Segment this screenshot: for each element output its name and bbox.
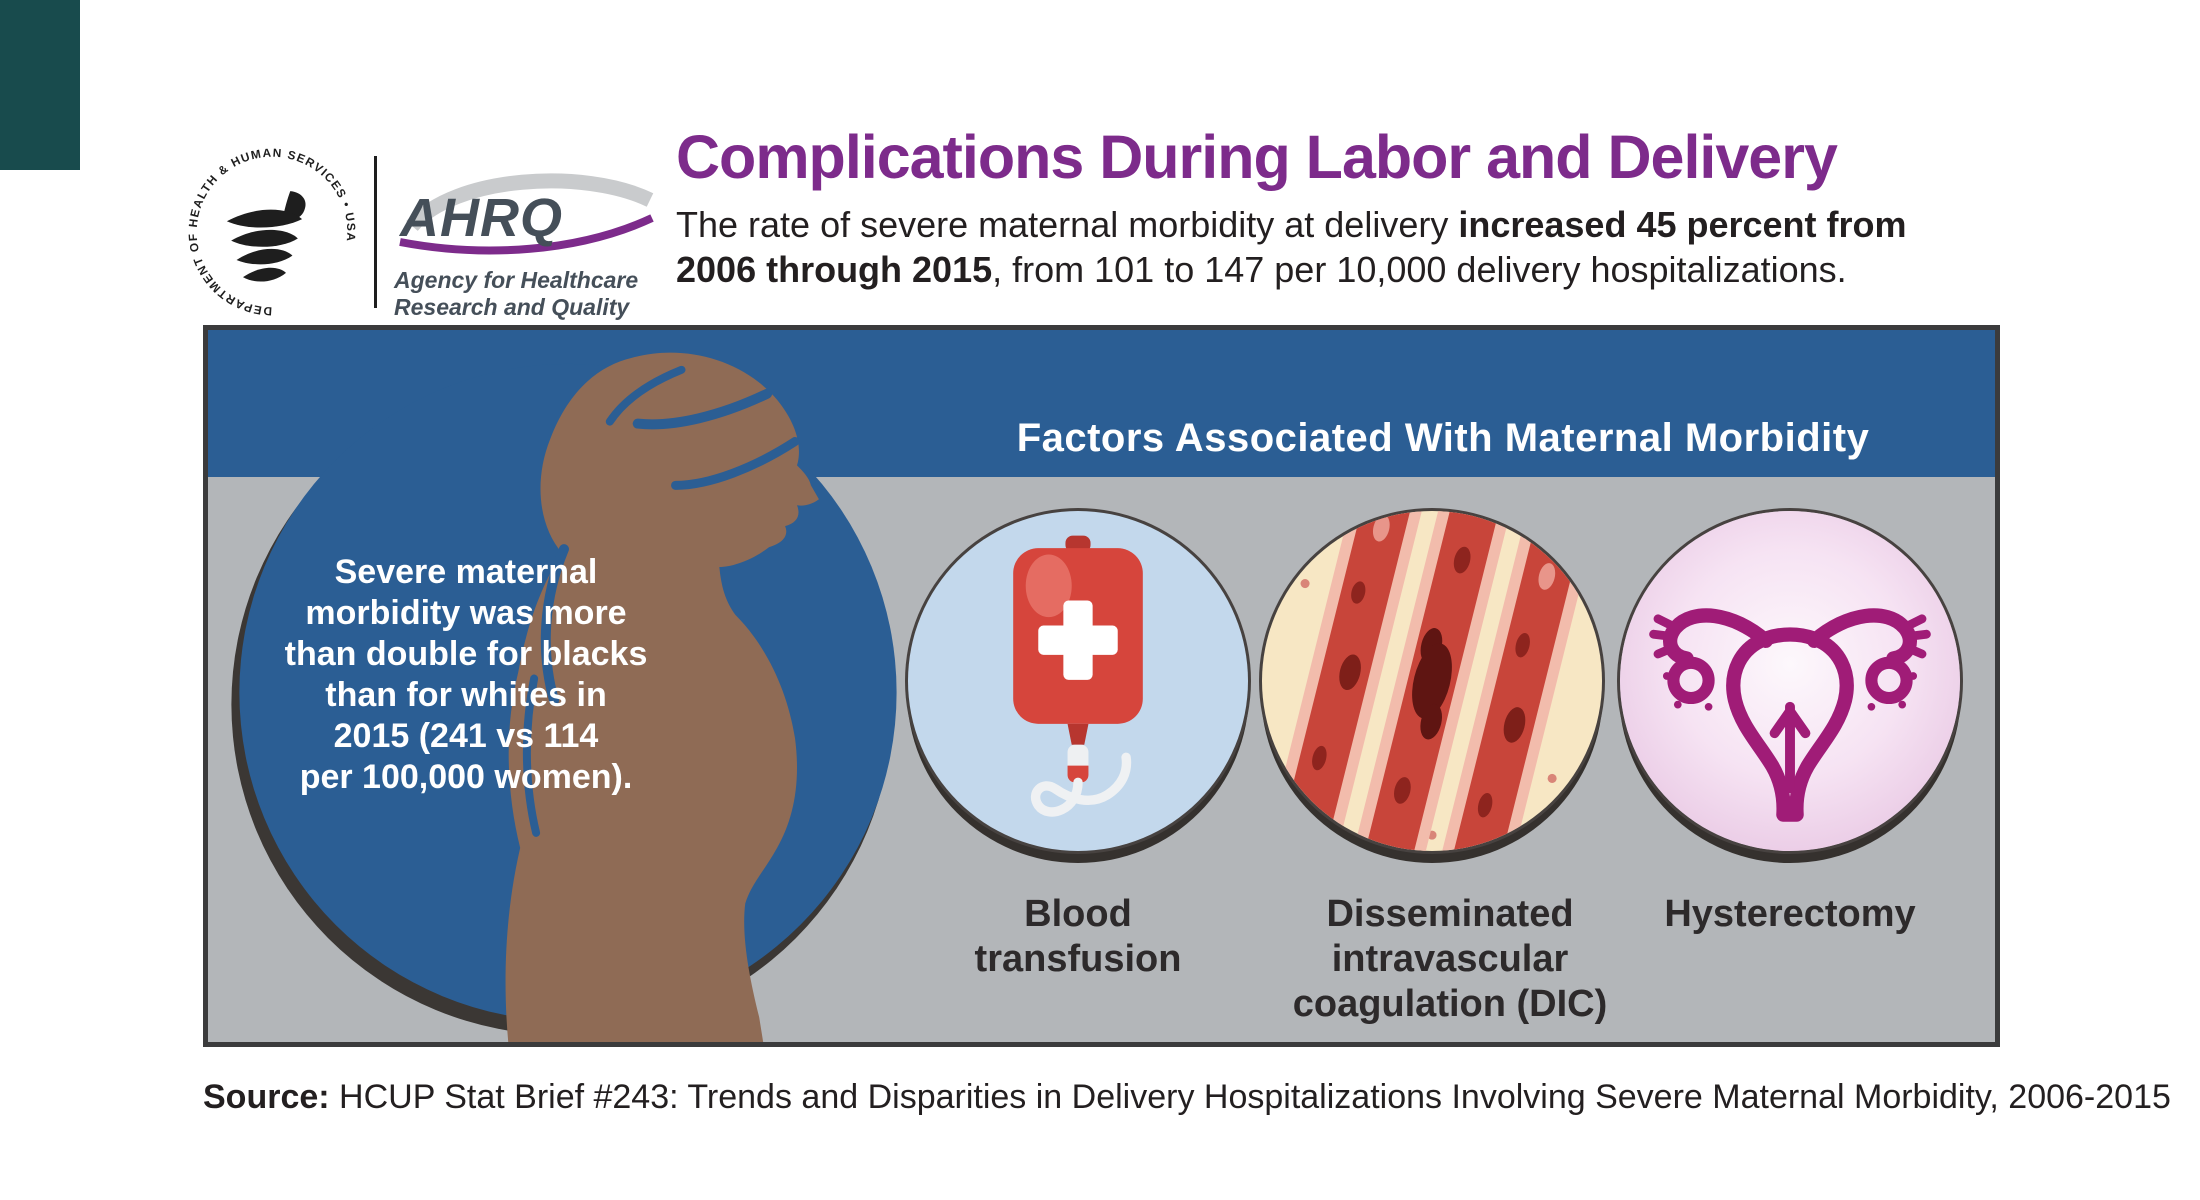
label-line: transfusion (974, 938, 1182, 980)
stat-line: 2015 (241 vs 114 (333, 717, 599, 755)
main-panel: Factors Associated With Maternal Morbidi… (203, 325, 2000, 1047)
corner-accent-block (0, 0, 80, 170)
blood-transfusion-label: Blood transfusion (908, 892, 1248, 982)
subtitle-bold-1: increased 45 percent from (1458, 204, 1907, 245)
source-text: HCUP Stat Brief #243: Trends and Dispari… (329, 1078, 2171, 1116)
dic-label: Disseminated intravascular coagulation (… (1230, 892, 1670, 1027)
ahrq-acronym: AHRQ (398, 188, 563, 248)
ahrq-wordmark-icon: AHRQ (398, 173, 654, 255)
hysterectomy-circle (1620, 511, 1960, 851)
blood-transfusion-circle (908, 511, 1248, 851)
uterus-icon (1649, 608, 1931, 822)
stat-line: morbidity was more (305, 594, 627, 632)
stat-line: Severe maternal (334, 553, 598, 591)
title-block: Complications During Labor and Delivery … (676, 124, 2076, 292)
dic-circle (1262, 511, 1602, 851)
subtitle-bold-2: 2006 through 2015 (676, 249, 993, 290)
ahrq-tagline-line2: Research and Quality (394, 294, 630, 320)
stat-line: per 100,000 women). (299, 758, 633, 796)
logo-divider (374, 156, 377, 308)
pregnant-woman-icon (231, 352, 897, 1042)
eagle-glyph (226, 191, 306, 282)
subtitle-normal-2: , from 101 to 147 per 10,000 delivery ho… (992, 249, 1847, 290)
subtitle: The rate of severe maternal morbidity at… (676, 202, 2076, 292)
page-title: Complications During Labor and Delivery (676, 123, 1838, 191)
label-line: Blood (1024, 893, 1132, 935)
label-line: Disseminated (1326, 893, 1574, 935)
label-line: intravascular (1331, 938, 1569, 980)
stat-line: than double for blacks (284, 635, 648, 673)
ahrq-tagline: Agency for Healthcare Research and Quali… (394, 267, 684, 321)
source-line: Source: HCUP Stat Brief #243: Trends and… (203, 1078, 2171, 1117)
hysterectomy-label: Hysterectomy (1590, 892, 1990, 937)
label-line: Hysterectomy (1664, 893, 1916, 935)
ahrq-logo: AHRQ Agency for Healthcare Research and … (394, 168, 684, 321)
hair-strands (522, 365, 800, 837)
hhs-logo: DEPARTMENT OF HEALTH & HUMAN SERVICES • … (186, 146, 358, 319)
source-label: Source: (203, 1078, 330, 1116)
hhs-eagle-icon: DEPARTMENT OF HEALTH & HUMAN SERVICES • … (186, 146, 357, 319)
blood-vessels-dic-icon (1269, 511, 1595, 851)
stat-line: than for whites in (325, 676, 607, 714)
pregnant-woman-illustration (212, 330, 912, 1042)
label-line: coagulation (DIC) (1292, 983, 1608, 1025)
stat-text: Severe maternal morbidity was more than … (264, 552, 668, 798)
subtitle-normal-1: The rate of severe maternal morbidity at… (676, 204, 1459, 245)
ahrq-tagline-line1: Agency for Healthcare (394, 267, 639, 293)
blood-transfusion-bag-icon (1013, 535, 1143, 817)
band-title: Factors Associated With Maternal Morbidi… (1016, 416, 1870, 460)
ovary-dots (1662, 672, 1918, 711)
